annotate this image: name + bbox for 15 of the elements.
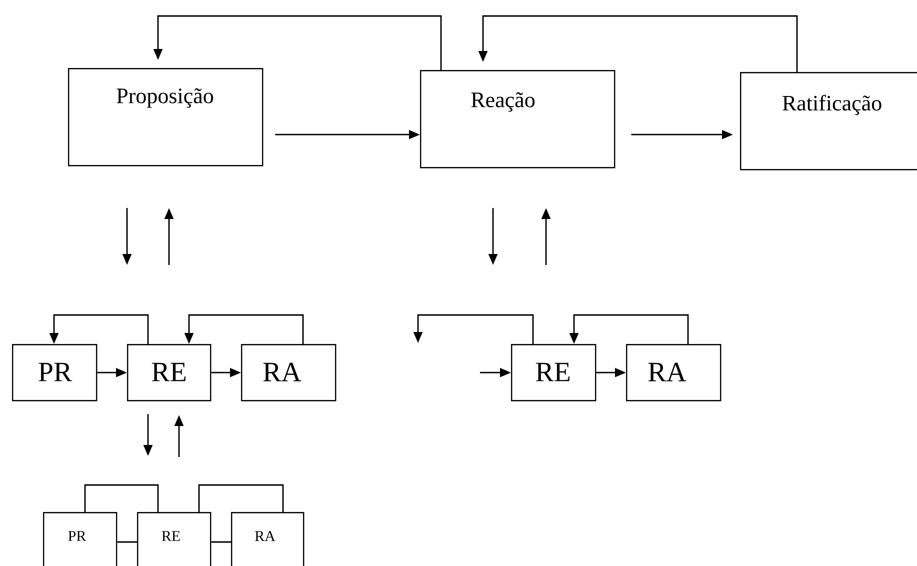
process-box: Proposição	[68, 68, 264, 166]
process-box: RE	[511, 344, 596, 402]
process-box: RA	[626, 344, 722, 402]
process-box: RE	[127, 344, 212, 402]
connector-line	[117, 541, 137, 543]
process-box: RE	[137, 512, 212, 566]
process-box: RA	[231, 512, 304, 566]
process-box: RA	[241, 344, 336, 402]
process-box: PR	[12, 344, 98, 402]
process-box: PR	[43, 512, 118, 566]
connector-line	[84, 484, 159, 512]
process-box: Reação	[420, 70, 616, 168]
process-box: Ratificação	[740, 72, 917, 170]
connector-line	[198, 484, 284, 512]
connector-line	[211, 541, 231, 543]
